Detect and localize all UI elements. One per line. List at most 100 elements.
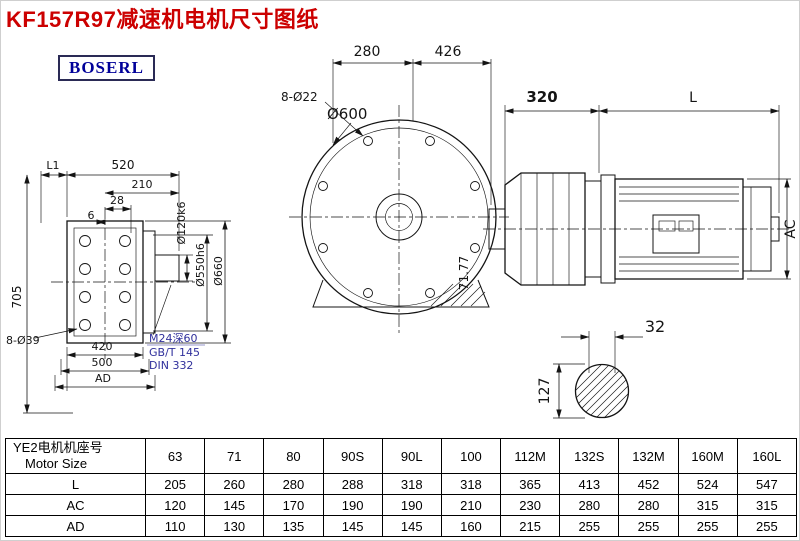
row-label: AC: [5, 494, 146, 516]
table-header-row: YE2电机机座号 Motor Size 63 71 80 90S 90L 100…: [5, 438, 798, 474]
thread-note-2: GB/T 145: [149, 346, 200, 359]
dim-426: 426: [412, 44, 492, 205]
dia-spigot-label: Ø550h6: [194, 243, 207, 287]
thread-note-1: M24深60: [149, 332, 198, 345]
col-header: 63: [144, 438, 206, 474]
gear-housing: [504, 172, 586, 286]
spec-cell: 288: [322, 473, 383, 495]
housing-hatching: [430, 283, 486, 307]
fan-cowl: [742, 186, 780, 272]
col-header: 160M: [677, 438, 738, 474]
table-row-AD: AD 110 130 135 145 145 160 215 255 255 2…: [5, 515, 798, 537]
spec-cell: 190: [322, 494, 383, 516]
dim-280-label: 280: [354, 44, 381, 60]
motor-side-view: 320 L AC: [483, 88, 799, 286]
dim-127: 127: [537, 363, 585, 419]
dim-520: 520: [66, 158, 180, 251]
spec-cell: 365: [500, 473, 561, 495]
housing-holes-label: 8-Ø22: [281, 90, 318, 104]
dim-32-label: 32: [645, 317, 665, 336]
spec-cell: 255: [618, 515, 679, 537]
dim-dia550: Ø550h6: [153, 234, 213, 332]
dim-705-label: 705: [10, 286, 24, 309]
spec-cell: 210: [440, 494, 502, 516]
motor-size-header-en: Motor Size: [25, 456, 88, 471]
dim-32: 32: [561, 317, 665, 373]
spec-cell: 145: [204, 494, 265, 516]
spec-cell: 315: [736, 494, 798, 516]
spec-cell: 205: [144, 473, 206, 495]
spec-cell: 190: [381, 494, 442, 516]
col-header: 160L: [736, 438, 798, 474]
spec-cell: 145: [322, 515, 383, 537]
col-header: 100: [440, 438, 502, 474]
row-label: AD: [5, 515, 146, 537]
dim-520-label: 520: [112, 158, 135, 172]
flange-holes-callout: 8-Ø39: [6, 328, 78, 347]
spec-cell: 413: [559, 473, 620, 495]
spec-cell: 255: [677, 515, 738, 537]
motor-size-header-cn: YE2电机机座号: [13, 440, 103, 455]
col-header: 71: [204, 438, 265, 474]
dim-426-label: 426: [435, 44, 462, 60]
dia-shaft-label: Ø120k6: [175, 201, 188, 244]
dim-705: 705: [10, 174, 73, 414]
dim-127-label: 127: [537, 378, 553, 405]
output-flange-view: L1 520 210 28 6: [6, 158, 231, 414]
spec-cell: 260: [204, 473, 265, 495]
dim-280: 280: [332, 44, 414, 143]
spec-cell: 160: [440, 515, 502, 537]
dim-l1-label: L1: [46, 159, 59, 172]
housing-holes-callout: 8-Ø22: [281, 90, 364, 137]
spec-cell: 452: [618, 473, 679, 495]
dim-210-label: 210: [132, 178, 153, 191]
dim-320-label: 320: [526, 88, 557, 106]
motor-fins: [619, 186, 739, 272]
motor-size-table: YE2电机机座号 Motor Size 63 71 80 90S 90L 100…: [5, 438, 798, 537]
angle-label: 71.77: [457, 256, 471, 290]
spec-cell: 547: [736, 473, 798, 495]
shaft-section-view: 32 127: [537, 317, 665, 419]
bolt-holes: [79, 235, 131, 331]
spec-cell: 170: [263, 494, 324, 516]
col-header: 80: [263, 438, 324, 474]
table-row-AC: AC 120 145 170 190 190 210 230 280 280 3…: [5, 494, 798, 516]
dim-ad-label: AD: [95, 372, 111, 385]
col-header: 90S: [322, 438, 383, 474]
spec-cell: 215: [500, 515, 561, 537]
dim-210: 210: [104, 178, 180, 196]
spec-cell: 524: [677, 473, 738, 495]
shaft-hatching: [575, 364, 629, 418]
spec-cell: 280: [263, 473, 324, 495]
dim-420-label: 420: [92, 340, 113, 353]
dim-500: 500: [60, 356, 150, 375]
dim-ad: AD: [54, 372, 156, 391]
housing-bolt-holes: [318, 136, 480, 298]
dim-500-label: 500: [92, 356, 113, 369]
dim-dia120: Ø120k6: [175, 201, 193, 282]
dim-6: 6: [88, 209, 106, 225]
spec-cell: 230: [500, 494, 561, 516]
flange-holes-label: 8-Ø39: [6, 334, 40, 347]
spec-cell: 280: [618, 494, 679, 516]
spec-cell: 135: [263, 515, 324, 537]
dim-l-label: L: [689, 90, 697, 106]
dim-l1: L1: [40, 159, 68, 223]
spec-cell: 255: [559, 515, 620, 537]
spec-cell: 110: [144, 515, 206, 537]
col-header: 132S: [559, 438, 620, 474]
col-header: 132M: [618, 438, 679, 474]
dim-320: 320: [504, 88, 600, 205]
spec-cell: 130: [204, 515, 265, 537]
shaft-circle: [574, 363, 630, 419]
spec-cell: 280: [559, 494, 620, 516]
spec-cell: 318: [381, 473, 442, 495]
brand-logo: BOSERL: [58, 55, 155, 81]
spec-cell: 120: [144, 494, 206, 516]
thread-notes: M24深60 GB/T 145 DIN 332: [147, 284, 205, 372]
dia600-label: Ø600: [327, 105, 367, 123]
dim-ac-label: AC: [783, 219, 799, 238]
spec-cell: 145: [381, 515, 442, 537]
thread-note-3: DIN 332: [149, 359, 193, 372]
